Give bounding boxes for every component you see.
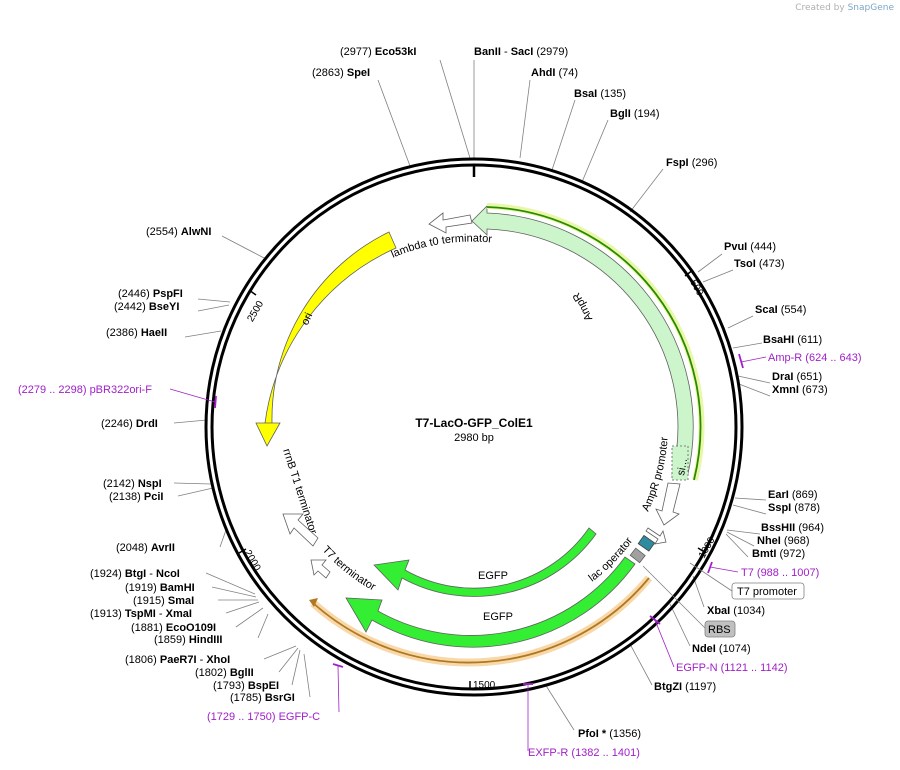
- primer-label-amp-r[interactable]: Amp-R (624 .. 643): [768, 352, 862, 364]
- orange-band: [312, 577, 650, 664]
- rbs-box: [629, 547, 646, 564]
- credit-prefix: Created by: [795, 3, 845, 13]
- egfp-outer-label: EGFP: [483, 611, 513, 623]
- enzyme-label-paer7i-xhoi[interactable]: (1806) PaeR7I - XhoI: [125, 654, 230, 666]
- lac-operator-box: [637, 534, 656, 552]
- enzyme-label-haeii[interactable]: (2386) HaeII: [106, 327, 167, 339]
- enzyme-label-smai[interactable]: (1915) SmaI: [133, 595, 194, 607]
- enzyme-label-xbai[interactable]: XbaI (1034): [707, 605, 765, 617]
- egfp-inner-arrow: [373, 527, 597, 597]
- enzyme-label-sspi[interactable]: SspI (878): [768, 502, 820, 514]
- tick-label-2500: 2500: [245, 299, 266, 324]
- enzyme-label-scai[interactable]: ScaI (554): [755, 304, 806, 316]
- enzyme-label-fspi[interactable]: FspI (296): [666, 157, 717, 169]
- enzyme-label-drai[interactable]: DraI (651): [772, 371, 822, 383]
- rbs-tag-label: RBS: [708, 624, 731, 636]
- primer-label-exfp-r[interactable]: EXFP-R (1382 .. 1401): [528, 747, 640, 759]
- enzyme-label-tsoi[interactable]: TsoI (473): [734, 258, 785, 270]
- snapgene-credit: Created by SnapGene: [795, 3, 894, 13]
- enzyme-label-bgli[interactable]: BglI (194): [610, 108, 660, 120]
- primer-connectors: [169, 356, 767, 751]
- ampr-signal-segment: [671, 445, 689, 481]
- enzyme-label-pvui[interactable]: PvuI (444): [724, 241, 776, 253]
- enzyme-label-bsshii[interactable]: BssHII (964): [761, 522, 824, 534]
- enzyme-label-eari[interactable]: EarI (869): [768, 489, 818, 501]
- enzyme-label-drdi[interactable]: (2246) DrdI: [101, 418, 158, 430]
- enzyme-label-bsahi[interactable]: BsaHI (611): [763, 334, 822, 346]
- primer-label-egfp-c[interactable]: (1729 .. 1750) EGFP-C: [207, 711, 320, 723]
- ori-arrow: [255, 231, 397, 447]
- egfp-outer-arrow: [345, 556, 636, 648]
- primer-label-egfp-n[interactable]: EGFP-N (1121 .. 1142): [676, 662, 787, 674]
- enzyme-label-alwni[interactable]: (2554) AlwNI: [146, 226, 211, 238]
- enzyme-label-tspmi-xmai[interactable]: (1913) TspMI - XmaI: [90, 608, 192, 620]
- ampr-si-label: si...: [675, 458, 690, 477]
- plasmid-name: T7-LacO-GFP_ColE1: [415, 416, 533, 430]
- enzyme-label-bglii[interactable]: (1802) BglII: [195, 667, 254, 679]
- leader-lines: [173, 59, 771, 731]
- enzyme-label-btgzi[interactable]: BtgZI (1197): [654, 681, 716, 693]
- tick-label-1500: 1500: [473, 680, 496, 691]
- plasmid-size: 2980 bp: [454, 432, 494, 444]
- tick-marks: [238, 269, 707, 689]
- enzyme-label-ban2-sac1[interactable]: BanII - SacI (2979): [474, 46, 568, 58]
- ori-label: ori: [299, 311, 315, 327]
- rbs-tag: RBS: [642, 565, 736, 638]
- enzyme-label-eco53ki[interactable]: (2977) Eco53kI: [340, 46, 416, 58]
- enzyme-label-bseyi[interactable]: (2442) BseYI: [114, 301, 179, 313]
- enzyme-label-xmni[interactable]: XmnI (673): [772, 384, 828, 396]
- orange-band-arrowhead: [309, 598, 318, 607]
- t7-promoter-tag: T7 promoter: [689, 562, 805, 600]
- egfp-inner-label: EGFP: [478, 570, 508, 582]
- enzyme-label-ecoo109i[interactable]: (1881) EcoO109I: [131, 622, 216, 634]
- enzyme-label-bmti[interactable]: BmtI (972): [752, 548, 805, 560]
- enzyme-label-pspfi[interactable]: (2446) PspFI: [118, 288, 183, 300]
- snapgene-brand: SnapGene: [847, 3, 894, 13]
- t7-promoter-arrow: [645, 527, 667, 545]
- tick-label-500: 500: [687, 278, 705, 298]
- enzyme-label-ahdi[interactable]: AhdI (74): [531, 67, 578, 79]
- enzyme-label-avrii[interactable]: (2048) AvrII: [116, 542, 175, 554]
- enzyme-label-nspi[interactable]: (2142) NspI: [103, 478, 162, 490]
- t7-promoter-tag-label: T7 promoter: [737, 586, 797, 598]
- enzyme-label-hindiii[interactable]: (1859) HindIII: [154, 634, 222, 646]
- enzyme-label-ndei[interactable]: NdeI (1074): [692, 643, 751, 655]
- enzyme-label-bspei[interactable]: (1793) BspEI: [213, 680, 279, 692]
- t7-terminator-label: T7 terminator: [320, 544, 378, 594]
- enzyme-label-btgi-ncoi[interactable]: (1924) BtgI - NcoI: [90, 568, 180, 580]
- ampr-label: AmpR: [571, 290, 596, 322]
- enzyme-label-spei[interactable]: (2863) SpeI: [312, 67, 370, 79]
- enzyme-label-bsrgi[interactable]: (1785) BsrGI: [230, 692, 295, 704]
- primer-label-t7[interactable]: T7 (988 .. 1007): [741, 567, 819, 579]
- enzyme-label-pcii[interactable]: (2138) PciI: [109, 491, 163, 503]
- t7-terminator-arrow-1: [282, 513, 319, 547]
- enzyme-label-pfoi[interactable]: PfoI * (1356): [578, 728, 641, 740]
- primer-label-pbr322ori-f[interactable]: (2279 .. 2298) pBR322ori-F: [18, 384, 152, 396]
- lambda-t0-terminator-arrow: [428, 212, 473, 234]
- enzyme-label-bsai[interactable]: BsaI (135): [574, 88, 626, 100]
- tick-label-2000: 2000: [242, 548, 263, 573]
- ampr-primer-strand: [486, 206, 702, 481]
- enzyme-label-bamhi[interactable]: (1919) BamHI: [125, 582, 195, 594]
- ampr-promoter-arrow: [655, 482, 681, 526]
- t7-terminator-arrow-2: [310, 559, 331, 579]
- enzyme-label-nhei[interactable]: NheI (968): [757, 535, 810, 547]
- lambda-t0-terminator-label: lambda t0 terminator: [389, 233, 493, 261]
